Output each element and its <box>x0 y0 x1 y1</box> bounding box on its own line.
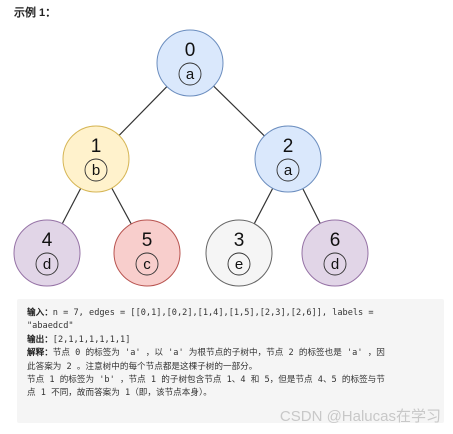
label-ring <box>323 252 347 276</box>
tree-node-2: 2a <box>254 125 322 193</box>
input-label: 输入： <box>27 308 53 318</box>
watermark: CSDN @Halucas在学习 <box>279 408 441 425</box>
node-label-text: b <box>92 162 100 179</box>
tree-node-4: 4d <box>13 219 81 287</box>
node-label-text: d <box>331 256 339 273</box>
explanation-line-1: 节点 0 的标签为 'a' ，以 'a' 为根节点的子树中，节点 2 的标签也是… <box>52 348 385 359</box>
example-code-block: 输入：n = 7, edges = [[0,1],[0,2],[1,4],[1,… <box>17 299 444 423</box>
explanation-line-2: 此答案为 2 。注意树中的每个节点都是这棵子树的一部分。 <box>27 361 258 372</box>
node-id-text: 1 <box>91 136 102 157</box>
label-ring <box>276 158 300 182</box>
tree-edge-0-1 <box>118 86 168 136</box>
node-label-text: c <box>143 256 151 273</box>
tree-edge-0-2 <box>213 85 265 137</box>
tree-edge-2-3 <box>253 187 274 225</box>
node-label-text: a <box>186 66 195 83</box>
output-label: 输出： <box>27 334 53 345</box>
label-ring <box>135 252 159 276</box>
node-id-text: 3 <box>234 230 245 251</box>
input-text: n = 7, edges = [[0,1],[0,2],[1,4],[1,5],… <box>52 308 374 318</box>
explanation-label: 解释： <box>27 348 53 359</box>
tree-node-1: 1b <box>62 125 130 193</box>
tree-edge-1-5 <box>111 187 132 225</box>
tree-node-0: 0a <box>156 29 224 97</box>
node-id-text: 5 <box>142 230 153 251</box>
node-id-text: 6 <box>330 230 341 251</box>
label-ring <box>35 252 59 276</box>
node-id-text: 2 <box>283 136 294 157</box>
explanation-line-3: 节点 1 的标签为 'b' ，节点 1 的子树包含节点 1、4 和 5，但是节点… <box>27 375 385 386</box>
node-label-text: a <box>284 162 293 179</box>
node-label-text: d <box>43 256 51 273</box>
explanation-line-4: 点 1 不同，故而答案为 1（即，该节点本身）。 <box>27 388 212 399</box>
input-text-continued: "abaedcd" <box>27 321 74 332</box>
label-ring <box>178 62 202 86</box>
tree-node-6: 6d <box>301 219 369 287</box>
label-ring <box>227 252 251 276</box>
label-ring <box>84 158 108 182</box>
tree-node-3: 3e <box>205 219 273 287</box>
tree-node-5: 5c <box>113 219 181 287</box>
example-title: 示例 1： <box>14 7 57 19</box>
tree-edge-2-6 <box>302 188 321 224</box>
node-label-text: e <box>235 256 243 273</box>
tree-edge-1-4 <box>61 187 82 225</box>
output-text: [2,1,1,1,1,1,1] <box>52 334 131 345</box>
node-id-text: 4 <box>42 230 53 251</box>
node-id-text: 0 <box>185 40 196 61</box>
